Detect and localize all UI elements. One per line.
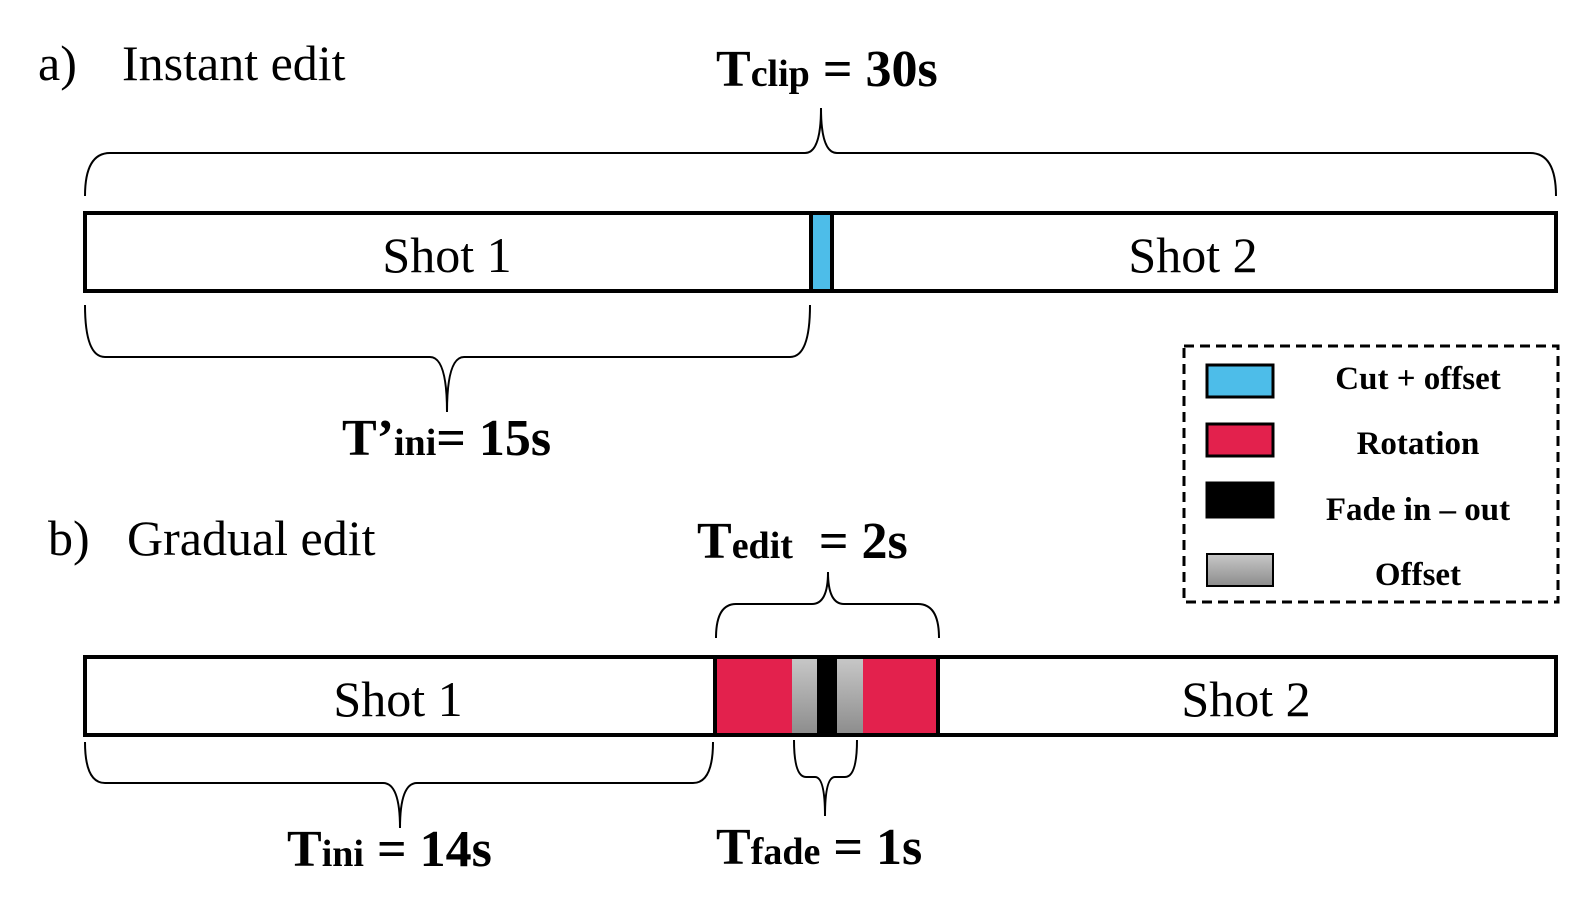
legend-label-cut: Cut + offset [1335,361,1500,397]
panel-a-shot2-label: Shot 2 [1128,227,1257,283]
t-ini-label: Tini = 14s [287,821,492,878]
legend-swatch-rotation [1205,422,1275,458]
t-edit-brace [715,571,940,639]
t-clip-label: Tclip = 30s [716,41,938,98]
t-ini-prime-label: T’ini= 15s [342,410,551,467]
t-ini-prime-brace [84,304,811,413]
panel-b-shot1-label: Shot 1 [333,671,462,727]
legend-swatch-cut [1205,363,1275,399]
legend-swatch-offset [1206,553,1274,587]
legend-label-offset: Offset [1375,557,1461,593]
t-ini-brace [84,741,714,829]
panel-b-shot1-block [83,655,717,737]
t-edit-label: Tedit = 2s [697,513,908,570]
fade-block [817,657,837,737]
panel-a-shot1-block [83,211,813,293]
panel-b-title: Gradual edit [127,510,376,566]
clip-brace [84,107,1557,197]
legend-label-fade: Fade in – out [1326,492,1510,528]
panel-a-title: Instant edit [122,35,346,91]
legend-label-rotation: Rotation [1357,426,1480,462]
panel-b-shot2-label: Shot 2 [1181,671,1310,727]
panel-b-letter: b) [48,510,90,566]
panel-a-letter: a) [38,35,77,91]
panel-b-shot2-block [936,655,1558,737]
panel-a-shot1-label: Shot 1 [382,227,511,283]
legend-swatch-fade [1205,481,1275,519]
legend: Cut + offset Rotation Fade in – out Offs… [1182,344,1560,604]
t-fade-brace [793,739,858,817]
t-fade-label: Tfade = 1s [716,819,922,876]
cut-offset-block [809,211,834,293]
panel-a-shot2-block [830,211,1558,293]
